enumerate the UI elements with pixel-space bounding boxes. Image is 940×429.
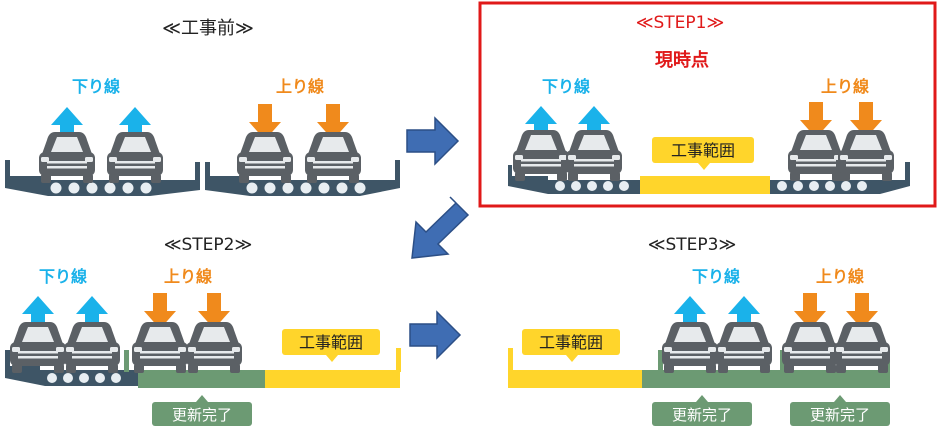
bearing-row	[47, 373, 121, 383]
deck-left	[5, 160, 200, 196]
work-area-label: 工事範囲	[522, 329, 620, 362]
panel-title-step1: ≪STEP1≫	[636, 13, 725, 33]
renewed-label: 更新完了	[790, 395, 890, 426]
svg-text:工事範囲: 工事範囲	[671, 141, 735, 160]
panel-step3: ≪STEP3≫ 下り線 上り線 工事範囲 更新完了 更新完了	[508, 235, 890, 426]
renewed-deck	[138, 370, 265, 388]
renewed-label: 更新完了	[152, 395, 252, 426]
svg-text:更新完了: 更新完了	[810, 406, 870, 424]
label-up-line: 上り線	[164, 267, 212, 286]
car-icon	[834, 322, 890, 373]
car-icon	[39, 132, 95, 183]
bearing-row	[555, 181, 867, 191]
label-down-line: 下り線	[72, 77, 120, 96]
car-icon	[513, 130, 569, 181]
car-icon	[186, 322, 242, 373]
car-icon	[132, 322, 188, 373]
car-icon	[662, 322, 718, 373]
panel-title-step3: ≪STEP3≫	[648, 235, 737, 255]
svg-text:更新完了: 更新完了	[172, 406, 232, 424]
flow-arrow-icon	[411, 196, 470, 259]
work-area-deck	[508, 370, 642, 388]
deck-right	[770, 162, 910, 194]
car-icon	[107, 132, 163, 183]
panel-step1: ≪STEP1≫ 現時点 下り線 上り線 工事範囲	[478, 1, 937, 208]
panel-step2: ≪STEP2≫ 下り線 上り線 工事範囲 更新完了	[5, 235, 401, 426]
renewed-deck	[642, 370, 890, 388]
current-step-highlight	[478, 1, 937, 208]
work-area-label: 工事範囲	[652, 137, 754, 170]
step1-status: 現時点	[655, 49, 709, 71]
car-icon	[838, 130, 894, 181]
label-up-line: 上り線	[816, 267, 864, 286]
svg-text:工事範囲: 工事範囲	[539, 333, 603, 352]
panel-title-before: ≪工事前≫	[162, 18, 254, 39]
car-icon	[10, 322, 66, 373]
flow-arrow-icon	[409, 310, 462, 360]
label-down-line: 下り線	[542, 77, 590, 96]
label-down-line: 下り線	[692, 267, 740, 286]
label-up-line: 上り線	[821, 77, 869, 96]
work-area-deck	[265, 370, 400, 388]
car-icon	[237, 132, 293, 183]
bearing-row	[50, 182, 366, 194]
car-icon	[64, 322, 120, 373]
car-icon	[305, 132, 361, 183]
panel-before: ≪工事前≫ 下り線 上り線	[5, 18, 400, 196]
car-icon	[716, 322, 772, 373]
car-icon	[788, 130, 844, 181]
panel-title-step2: ≪STEP2≫	[164, 235, 253, 255]
work-area-deck	[640, 176, 770, 194]
work-area-label: 工事範囲	[282, 329, 380, 362]
label-up-line: 上り線	[276, 77, 324, 96]
flow-arrow-icon	[406, 116, 460, 166]
renewed-label: 更新完了	[652, 395, 752, 426]
car-icon	[782, 322, 838, 373]
car-icon	[566, 130, 622, 181]
label-down-line: 下り線	[39, 267, 87, 286]
renewed-deck-end	[124, 350, 129, 372]
svg-text:更新完了: 更新完了	[672, 406, 732, 424]
svg-text:工事範囲: 工事範囲	[299, 333, 363, 352]
